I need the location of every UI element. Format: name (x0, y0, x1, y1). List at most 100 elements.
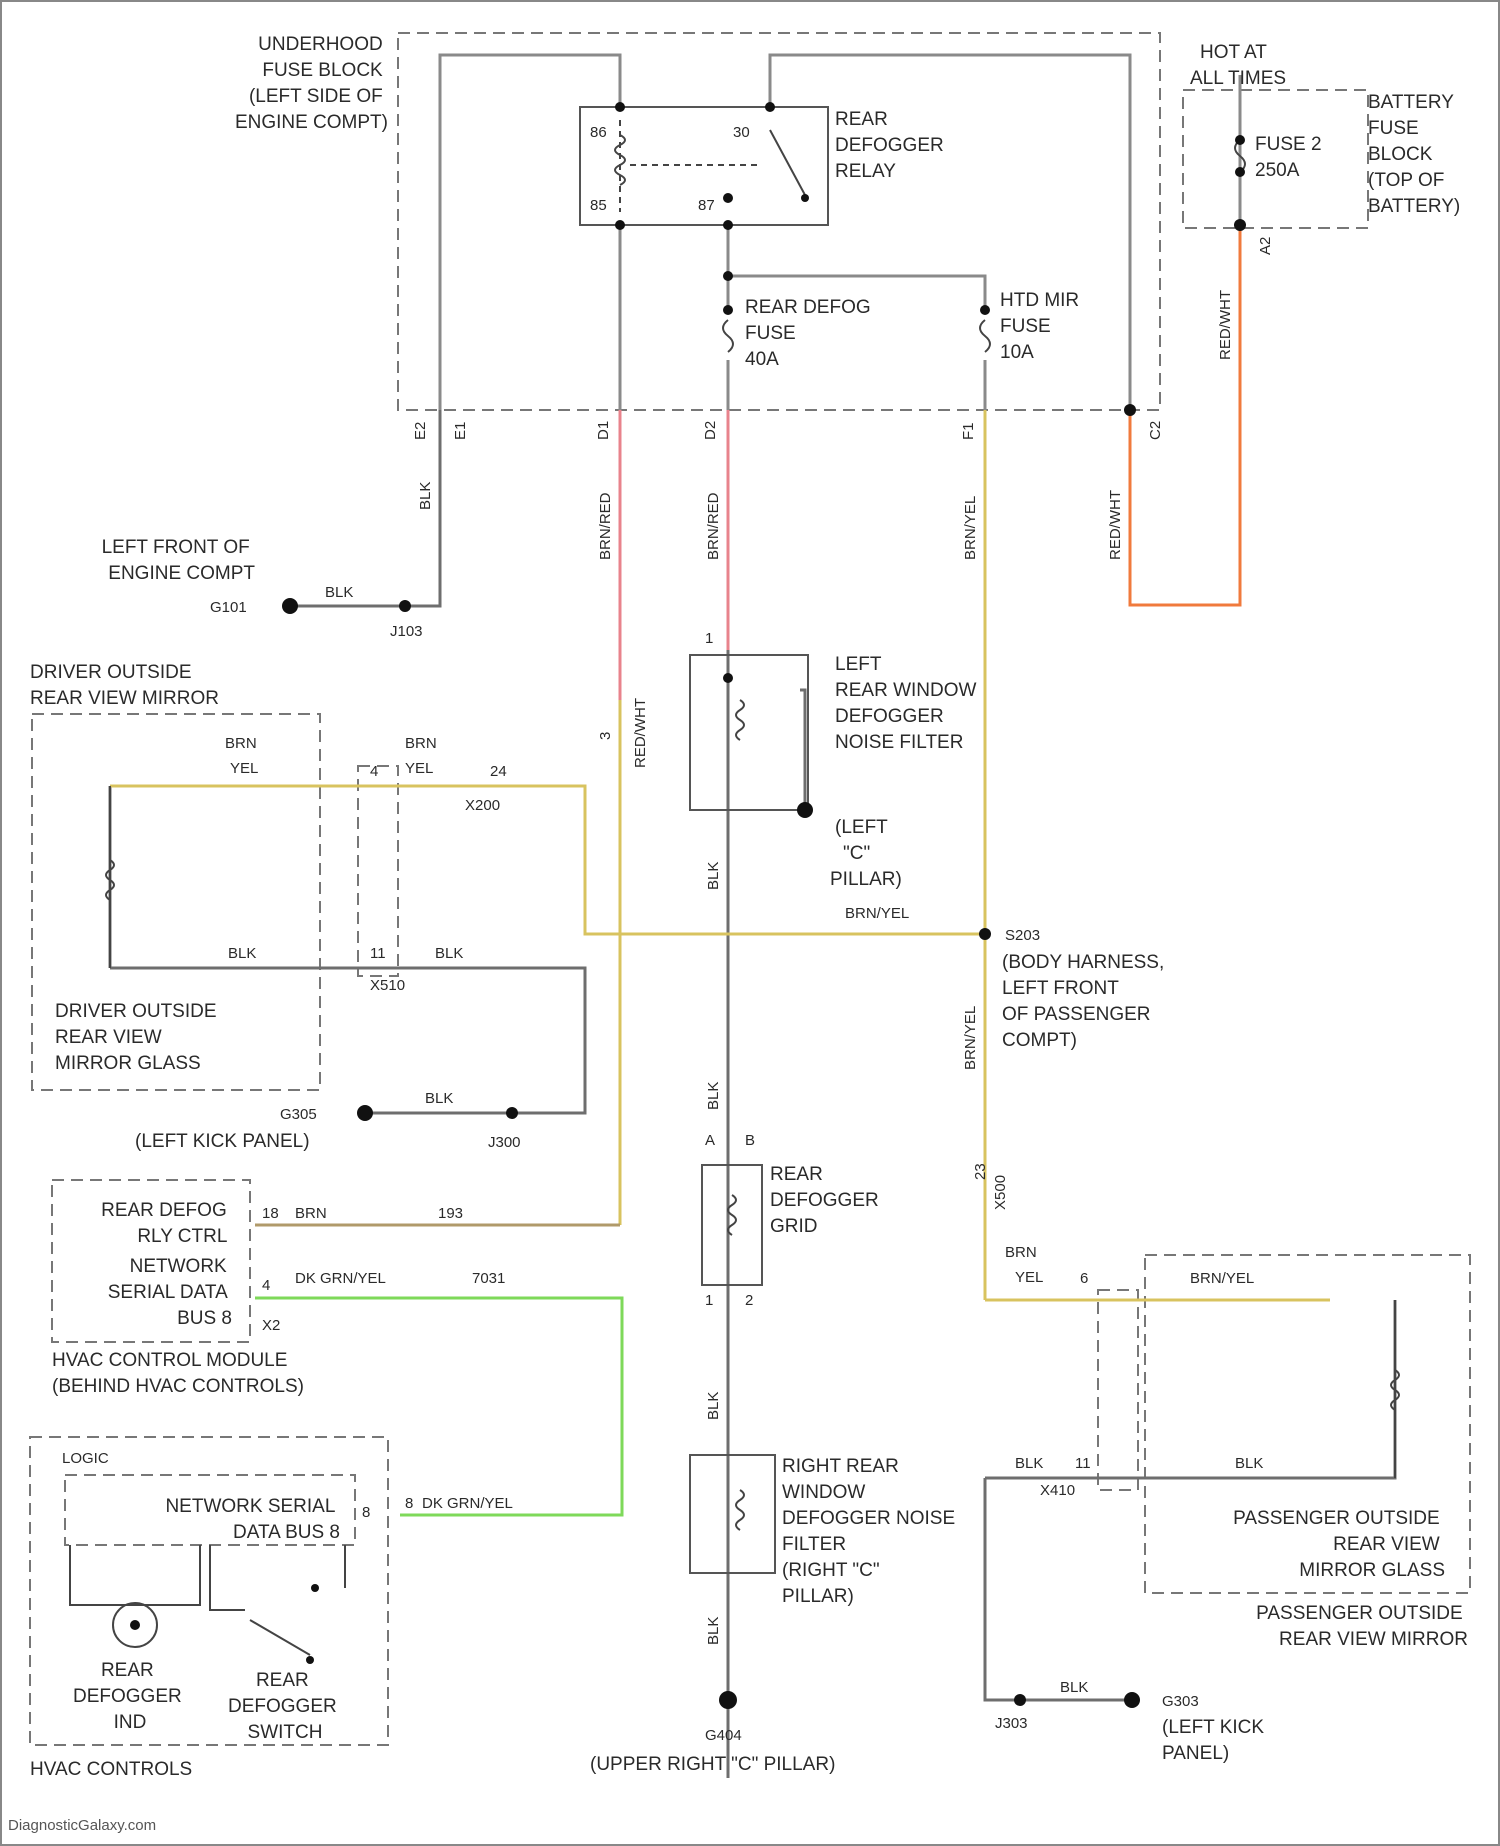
wire-label-brn-yel-3: BRN/YEL (845, 905, 909, 922)
wire-label-dk-grn-yel-1: DK GRN/YEL (295, 1270, 386, 1287)
connector-x500: X500 (992, 1175, 1009, 1210)
left-kick-panel-label: (LEFT KICK PANEL) (135, 1131, 310, 1152)
wire-label-yel-p: YEL (1015, 1269, 1043, 1286)
pin-p4-hvac: 4 (262, 1277, 270, 1294)
passenger-mirror-heater (1391, 1300, 1399, 1478)
wire-label-blk-p1: BLK (1015, 1455, 1043, 1472)
htd-mir-fuse-label: HTD MIR FUSE 10A (1000, 290, 1084, 363)
rear-defog-fuse-symbol (723, 320, 733, 352)
hvac-module-pin-labels: REAR DEFOG RLY CTRL NETWORK SERIAL DATA … (101, 1200, 232, 1329)
wire-label-red-wht-1: RED/WHT (1107, 490, 1124, 560)
wire-label-brn-yel-2: BRN/YEL (962, 1006, 979, 1070)
pin-c2: C2 (1147, 421, 1164, 440)
upper-right-c-pillar-label: (UPPER RIGHT "C" PILLAR) (590, 1754, 835, 1775)
pin-p1-grid: 1 (705, 1292, 713, 1309)
wire-label-brn-d2: BRN (405, 735, 437, 752)
connector-x2: X2 (262, 1317, 280, 1334)
pin-pb: B (745, 1132, 755, 1149)
pin-p11-pass: 11 (1075, 1455, 1091, 1472)
wire-label-brn-yel-p: BRN/YEL (1190, 1270, 1254, 1287)
ground-g404: G404 (705, 1727, 742, 1744)
right-noise-filter-label: RIGHT REAR WINDOW DEFOGGER NOISE FILTER … (782, 1456, 960, 1607)
wire-dk-grn-yel-7031 (255, 1298, 622, 1515)
wire-label-blk-1: BLK (417, 482, 434, 510)
hvac-module-label: HVAC CONTROL MODULE (BEHIND HVAC CONTROL… (52, 1350, 304, 1397)
connector-x410: X410 (1040, 1482, 1075, 1499)
pin-p8-wire: 8 (405, 1495, 413, 1512)
pin-e1: E1 (452, 422, 469, 440)
left-noise-filter-label: LEFT REAR WINDOW DEFOGGER NOISE FILTER (835, 654, 982, 753)
pin-p6: 6 (1080, 1270, 1088, 1287)
pin-f1: F1 (960, 422, 977, 440)
pin-a2: A2 (1257, 237, 1274, 255)
pin-d2: D2 (702, 421, 719, 440)
wire-label-blk-3: BLK (705, 1082, 722, 1110)
hvac-controls-label: HVAC CONTROLS (30, 1759, 192, 1780)
wire-label-brn-yel-1: BRN/YEL (962, 496, 979, 560)
wire-label-yel-d1: YEL (230, 760, 258, 777)
pin-p23: 23 (972, 1163, 989, 1180)
pin-p3: 3 (597, 732, 614, 740)
fuse2-label: FUSE 2 250A (1255, 134, 1327, 181)
ground-g101: G101 (210, 599, 247, 616)
battery-fuse-block-label: BATTERY FUSE BLOCK (TOP OF BATTERY) (1368, 92, 1460, 217)
wire-label-blk-g303: BLK (1060, 1679, 1088, 1696)
left-c-pillar-label: (LEFT "C" PILLAR) (830, 817, 902, 890)
left-noise-filter (690, 655, 808, 810)
connector-x200: X200 (465, 797, 500, 814)
ground-g305: G305 (280, 1106, 317, 1123)
wire-label-blk-g305: BLK (425, 1090, 453, 1107)
rear-defogger-grid (702, 1165, 762, 1285)
connector-x510: X510 (370, 977, 405, 994)
passenger-mirror-label: PASSENGER OUTSIDE REAR VIEW MIRROR (1256, 1603, 1468, 1650)
wire-label-yel-d2: YEL (405, 760, 433, 777)
wire-label-brn-red-2: BRN/RED (705, 492, 722, 560)
left-kick-panel-label-2: (LEFT KICK PANEL) (1162, 1717, 1269, 1764)
wire-label-brn-p: BRN (1005, 1244, 1037, 1261)
hot-at-all-times-label: HOT AT ALL TIMES (1190, 42, 1286, 89)
wire-label-brn-d1: BRN (225, 735, 257, 752)
relay-pin-87: 87 (698, 197, 715, 214)
wire-label-brn-red-1: BRN/RED (597, 492, 614, 560)
rear-defog-fuse-label: REAR DEFOG FUSE 40A (745, 297, 876, 370)
underhood-fuse-block-label: UNDERHOOD FUSE BLOCK (LEFT SIDE OF ENGIN… (235, 34, 388, 133)
wire-label-red-wht-2: RED/WHT (1217, 290, 1234, 360)
pin-p18: 18 (262, 1205, 279, 1222)
relay-pin-85: 85 (590, 197, 607, 214)
wire-label-blk-d4: BLK (435, 945, 463, 962)
pin-e2: E2 (412, 422, 429, 440)
wire-label-red-wht-3: RED/WHT (632, 698, 649, 768)
wire-label-blk-2: BLK (705, 862, 722, 890)
pin-p11-driver: 11 (370, 945, 386, 962)
htd-mir-fuse-symbol (980, 320, 990, 352)
underhood-fuse-block-outline (398, 33, 1160, 410)
rear-defogger-grid-label: REAR DEFOGGER GRID (770, 1164, 884, 1237)
rear-defogger-ind-label: REAR DEFOGGER IND (73, 1660, 187, 1733)
wire-label-blk-d3: BLK (228, 945, 256, 962)
driver-mirror-heater (106, 786, 114, 968)
wire-label-blk-p2: BLK (1235, 1455, 1263, 1472)
battery-fuse-block-outline (1183, 90, 1368, 228)
left-front-engine-label: LEFT FRONT OF ENGINE COMPT (102, 537, 256, 584)
driver-mirror-label: DRIVER OUTSIDE REAR VIEW MIRROR (30, 662, 219, 709)
rear-defogger-switch-label: REAR DEFOGGER SWITCH (228, 1670, 342, 1743)
splice-j300: J300 (488, 1134, 521, 1151)
pin-p8: 8 (362, 1504, 370, 1521)
splice-j103: J103 (390, 623, 423, 640)
pin-p4-driver: 4 (370, 763, 378, 780)
splice-j303: J303 (995, 1715, 1028, 1732)
wire-red-wht (1130, 225, 1240, 605)
circuit-7031: 7031 (472, 1270, 505, 1287)
pin-pa: A (705, 1132, 715, 1149)
relay-pin-30: 30 (733, 124, 750, 141)
wire-label-blk-4: BLK (705, 1392, 722, 1420)
ground-g303: G303 (1162, 1693, 1199, 1710)
splice-s203: S203 (1005, 927, 1040, 944)
network-bus-label: NETWORK SERIAL DATA BUS 8 (165, 1496, 340, 1543)
wire-label-blk-5: BLK (705, 1617, 722, 1645)
watermark: DiagnosticGalaxy.com (8, 1817, 156, 1834)
body-harness-label: (BODY HARNESS, LEFT FRONT OF PASSENGER C… (1002, 952, 1170, 1051)
